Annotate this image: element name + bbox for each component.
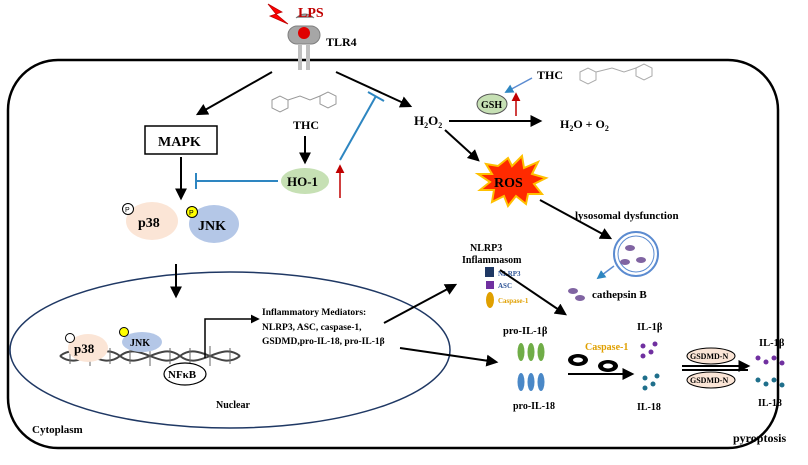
ho1-inhibit-tlr4 <box>339 95 377 161</box>
il1b-icon <box>640 341 658 359</box>
il18-label: IL-18 <box>637 402 661 413</box>
h2o-label: H2O + O2 <box>560 117 609 133</box>
thc-label-top: THC <box>537 68 563 82</box>
il1b-label: IL-1β <box>637 322 663 333</box>
gsdmd-pore-bottom <box>686 371 736 389</box>
phospho-icon-jnk <box>186 206 198 218</box>
pro-il18-icon <box>517 373 545 391</box>
nuclear-p38-label: p38 <box>74 341 95 356</box>
thc-to-gsh-arrow <box>504 77 533 93</box>
ros-burst <box>474 153 549 208</box>
cathepsin-label: cathepsin B <box>592 289 647 301</box>
ho1-node <box>281 168 329 194</box>
cytoplasm-label: Cytoplasm <box>32 424 83 436</box>
cathepsin-icon <box>568 288 585 301</box>
cell-membrane <box>6 58 780 450</box>
caspase-block <box>486 292 494 308</box>
tlr4-label: TLR4 <box>326 35 357 49</box>
il18-icon <box>642 373 660 391</box>
pyroptosis-label: pyroptosis <box>733 431 786 445</box>
il18-out-icon <box>755 377 785 388</box>
inflammasome-to-il-arrow <box>499 269 567 316</box>
mediators-to-inflammasome-arrow <box>383 283 458 324</box>
nfkb-node <box>163 362 207 386</box>
nuclear-jnk-node <box>122 332 162 352</box>
pro-il1b-label: pro-IL-1β <box>503 326 548 337</box>
asc-tag: ASC <box>498 282 512 290</box>
lightning-icon <box>267 3 289 25</box>
pathway-arrows <box>170 71 751 380</box>
nuclear-phospho-icon-jnk <box>119 327 129 337</box>
nfkb-label: NFκB <box>168 369 197 381</box>
ros-label: ROS <box>494 176 523 191</box>
mapk-box <box>144 125 218 155</box>
thc-molecule-icon <box>271 91 337 113</box>
tlr4-to-h2o2-arrow <box>335 71 413 108</box>
nucleus <box>9 271 451 429</box>
mediators-title: Inflammatory Mediators: <box>262 308 366 318</box>
il1b-out-icon <box>755 355 785 366</box>
nuclear-jnk-label: JNK <box>130 338 150 349</box>
tlr4-receptor <box>287 13 321 70</box>
mapk-label: MAPK <box>158 135 201 150</box>
thc-label-center: THC <box>293 118 319 132</box>
lps-label: LPS <box>298 6 324 21</box>
pro-il18-label: pro-IL-18 <box>513 401 555 412</box>
p38-label: p38 <box>138 216 160 231</box>
lysosome-icon <box>613 231 659 277</box>
jnk-label: JNK <box>198 219 226 234</box>
inflammasome-title-2: Inflammasom <box>462 255 522 266</box>
h2o2-to-ros-arrow <box>444 129 480 162</box>
nlrp3-tag: NLRP3 <box>498 270 521 278</box>
mediators-to-prol-arrow <box>399 347 499 367</box>
lysosome-label: lysosomal dysfunction <box>575 210 679 222</box>
nuclear-p38-node <box>68 334 108 362</box>
inhibition-lines <box>195 91 385 189</box>
lysosome-to-cathepsin-arrow <box>596 265 615 280</box>
transcription-arrow <box>204 314 260 358</box>
gsh-label: GSH <box>481 100 502 111</box>
tlr4-to-mapk-arrow <box>195 71 273 116</box>
mediators-line1: NLRP3, ASC, caspase-1, <box>262 323 362 333</box>
p38-node <box>126 202 178 240</box>
phospho-label: P <box>125 207 130 214</box>
pro-il1b-icon <box>517 343 545 361</box>
gsdmd-pore-top <box>686 347 736 365</box>
nuclear-phospho-icon <box>65 333 75 343</box>
nuclear-label: Nuclear <box>216 400 250 411</box>
mediators-line2: GSDMD,pro-IL-18, pro-IL-1β <box>262 337 385 347</box>
thc-molecule-icon-top <box>579 63 653 85</box>
gsdmd-bottom-label: GSDMD-N <box>690 376 728 385</box>
h2o2-label: H2O2 <box>414 113 442 130</box>
inflammasome-title-1: NLRP3 <box>470 243 502 254</box>
caspase-tag: Caspase-1 <box>498 297 529 305</box>
nlrp3-block <box>485 267 494 277</box>
ho1-label: HO-1 <box>287 174 318 189</box>
phospho-icon <box>122 203 134 215</box>
phospho-label-jnk: P <box>189 210 194 217</box>
il1b-out-label: IL-1β <box>759 338 785 349</box>
gsdmd-top-label: GSDMD-N <box>690 352 728 361</box>
gsh-node <box>476 93 508 115</box>
caspase1-label: Caspase-1 <box>585 342 628 353</box>
ros-to-lysosome-arrow <box>539 199 613 240</box>
jnk-node <box>189 205 239 243</box>
asc-block <box>486 281 494 289</box>
il18-out-label: IL-18 <box>758 398 782 409</box>
